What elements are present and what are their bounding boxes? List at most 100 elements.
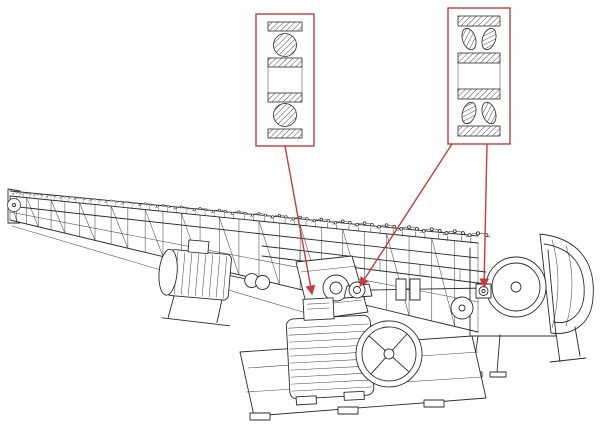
head-support-frame bbox=[469, 247, 557, 337]
base-foot-pad bbox=[423, 399, 445, 408]
fan-hub bbox=[383, 348, 395, 360]
main-motor bbox=[285, 297, 423, 406]
idler-station bbox=[310, 217, 332, 228]
idler-station bbox=[269, 213, 290, 224]
idler-station bbox=[191, 207, 209, 216]
bore-lines bbox=[267, 66, 303, 94]
idler-station bbox=[442, 229, 467, 242]
shaft-coupling bbox=[409, 278, 421, 301]
idler-station bbox=[120, 200, 136, 209]
conveyor-truss bbox=[7, 188, 479, 333]
spherical-roller bbox=[461, 101, 477, 125]
truss-diagonal bbox=[144, 209, 164, 257]
callout-box bbox=[447, 7, 511, 145]
gearbox-output-shaft bbox=[329, 281, 343, 295]
takeup-shaft bbox=[481, 288, 486, 294]
idler-station bbox=[465, 231, 491, 244]
idler-station bbox=[419, 227, 444, 239]
aux-terminal-box bbox=[187, 239, 210, 255]
idler-station bbox=[332, 219, 354, 230]
truss-mid-stringer-line bbox=[9, 211, 479, 303]
snub-pulley bbox=[450, 296, 474, 320]
chute-legs bbox=[549, 326, 587, 363]
idler-station bbox=[249, 212, 269, 222]
truss-diagonals bbox=[9, 195, 456, 327]
near-belt-edge-line bbox=[9, 195, 479, 244]
takeup-bore bbox=[478, 286, 489, 296]
bore-lines bbox=[457, 62, 501, 90]
head-pulley-shell bbox=[491, 262, 541, 312]
aux-motor-end-cap bbox=[158, 248, 178, 296]
spherical-roller-bearing-section-icon bbox=[457, 15, 501, 137]
head-pulley bbox=[485, 256, 547, 318]
idler-station bbox=[173, 205, 190, 214]
auxiliary-motor bbox=[158, 239, 271, 327]
idler-stations bbox=[11, 192, 491, 244]
cylindrical-roller-bearing-section-icon bbox=[267, 21, 303, 139]
idler-station bbox=[104, 199, 119, 207]
inner-ring-section bbox=[267, 57, 303, 68]
drive-shaft bbox=[367, 287, 488, 291]
idler-station bbox=[155, 203, 171, 212]
terminal-box-lines bbox=[307, 302, 330, 310]
outer-ring-section bbox=[267, 21, 303, 32]
shaft-coupling bbox=[395, 278, 407, 301]
idler-station bbox=[397, 225, 421, 237]
pillow-block-shaft bbox=[353, 286, 361, 294]
outer-ring-section bbox=[457, 125, 501, 137]
spherical-roller bbox=[481, 101, 497, 125]
fan-cover-inner-ring bbox=[361, 326, 417, 382]
truss-diagonal bbox=[79, 202, 96, 241]
motor-cooling-ribs bbox=[288, 323, 372, 392]
chute-rib-2 bbox=[565, 245, 573, 327]
rolling-element bbox=[273, 103, 297, 127]
bearing-callouts bbox=[255, 7, 511, 296]
callout-cylindrical-bearing bbox=[255, 13, 316, 296]
spherical-roller bbox=[481, 27, 497, 51]
truss-diagonal bbox=[258, 220, 280, 285]
outer-ring-section bbox=[267, 128, 303, 139]
tail-pulley-shaft bbox=[12, 203, 16, 207]
inner-ring-section bbox=[457, 52, 501, 64]
truss-bottom-chord-line bbox=[9, 219, 479, 333]
inner-ring-section bbox=[267, 92, 303, 103]
outer-ring-section bbox=[457, 15, 501, 27]
head-pulley-shaft bbox=[510, 281, 522, 293]
inner-ring-section bbox=[457, 88, 501, 100]
idler-station bbox=[210, 208, 229, 218]
aux-motor-mount bbox=[161, 295, 231, 327]
base-foot-pad bbox=[337, 406, 359, 415]
tail-pulley bbox=[7, 188, 21, 224]
motor-foot bbox=[295, 395, 317, 406]
callout-spherical-bearing bbox=[359, 7, 511, 289]
truss-diagonal bbox=[386, 233, 410, 316]
rolling-element bbox=[273, 33, 297, 57]
idler-station bbox=[137, 202, 153, 210]
idler-station bbox=[229, 210, 249, 220]
motor-foot bbox=[343, 390, 365, 401]
coupling-half bbox=[255, 275, 271, 290]
drive-shaft-assembly bbox=[367, 278, 488, 320]
snub-pulley-shaft bbox=[458, 304, 466, 312]
truss-diagonal bbox=[26, 197, 39, 228]
pillow-block-bore bbox=[348, 281, 366, 299]
head-stringers bbox=[261, 245, 487, 285]
motor-terminal-box bbox=[302, 297, 335, 321]
truss-top-flange-line bbox=[9, 205, 479, 259]
leader-line bbox=[479, 143, 490, 289]
truss-diagonal bbox=[110, 205, 129, 249]
idler-station bbox=[353, 221, 376, 232]
truss-diagonal bbox=[219, 216, 240, 276]
leader-line bbox=[284, 145, 316, 296]
truss-diagonal bbox=[431, 238, 456, 327]
leader-line bbox=[359, 143, 453, 288]
chute-outer-shell bbox=[539, 233, 594, 334]
head-foot-pad bbox=[489, 371, 507, 378]
spherical-roller bbox=[461, 27, 477, 51]
truss-diagonal bbox=[50, 199, 66, 234]
gearbox bbox=[295, 255, 369, 321]
base-foot-pad bbox=[249, 412, 271, 421]
tail-pulley-circle bbox=[7, 198, 21, 212]
